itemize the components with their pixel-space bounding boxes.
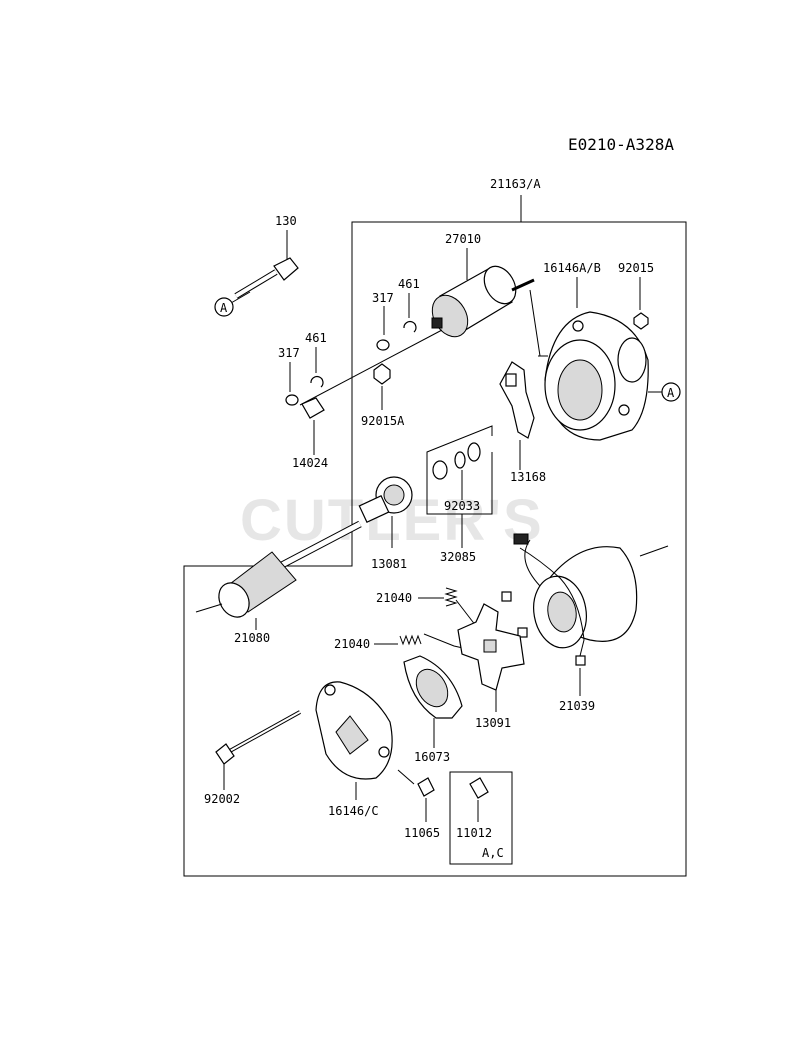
label-130[interactable]: 130 xyxy=(275,214,297,228)
solenoid-27010-icon xyxy=(431,265,535,338)
leader-A-left xyxy=(230,291,251,304)
label-317-lower[interactable]: 317 xyxy=(278,346,300,360)
spring-upper-icon xyxy=(444,587,458,607)
ring-washer-icon xyxy=(432,460,448,480)
label-16146C[interactable]: 16146/C xyxy=(328,804,379,818)
label-13168[interactable]: 13168 xyxy=(510,470,546,484)
lockwasher-461-upper-icon xyxy=(403,320,417,333)
label-92015[interactable]: 92015 xyxy=(618,261,654,275)
label-27010[interactable]: 27010 xyxy=(445,232,481,246)
label-14024[interactable]: 14024 xyxy=(292,456,328,470)
clutch-13081-icon xyxy=(358,476,413,524)
label-21040-lower[interactable]: 21040 xyxy=(334,637,370,651)
grommet-11065-icon xyxy=(417,777,435,797)
nut-92015-icon xyxy=(633,312,649,330)
label-461-upper[interactable]: 461 xyxy=(398,277,420,291)
grommet-11012-icon xyxy=(469,777,489,799)
leader-21040-upper-b xyxy=(455,599,477,627)
lever-13168-icon xyxy=(499,361,535,439)
label-317-upper[interactable]: 317 xyxy=(372,291,394,305)
label-92033[interactable]: 92033 xyxy=(444,499,480,513)
label-13091[interactable]: 13091 xyxy=(475,716,511,730)
assembly-frame xyxy=(183,221,687,877)
yoke-axis xyxy=(639,545,669,557)
label-92002[interactable]: 92002 xyxy=(204,792,240,806)
brush-holder-13091-icon xyxy=(457,603,525,691)
nut-92015A-icon xyxy=(373,363,391,385)
rear-cover-16146C-icon xyxy=(315,681,393,780)
label-21080[interactable]: 21080 xyxy=(234,631,270,645)
lockwasher-461-lower-icon xyxy=(310,375,324,388)
label-21163A[interactable]: 21163/A xyxy=(490,177,541,191)
bolt-130-icon xyxy=(234,257,299,299)
label-11012-sub: A,C xyxy=(482,846,504,860)
leader-11065-a xyxy=(397,769,415,785)
washer-317-upper-icon xyxy=(376,339,390,351)
label-11012[interactable]: 11012 xyxy=(456,826,492,840)
bracket-upper xyxy=(426,425,493,462)
snap-ring-icon xyxy=(454,451,466,469)
plate-16073-icon xyxy=(403,655,463,719)
label-32085[interactable]: 32085 xyxy=(440,550,476,564)
ref-circle-a-right xyxy=(661,382,681,402)
ref-a-right: A xyxy=(667,386,675,400)
label-461-lower[interactable]: 461 xyxy=(305,331,327,345)
leader-16146-join xyxy=(529,289,541,357)
label-13081[interactable]: 13081 xyxy=(371,557,407,571)
ref-circle-a-left xyxy=(214,297,234,317)
bushing-14024-icon xyxy=(301,397,325,419)
armature-21080-icon xyxy=(218,520,362,618)
label-92015A[interactable]: 92015A xyxy=(361,414,405,428)
through-bolt-92002-icon xyxy=(215,710,301,765)
axis-line-solenoid xyxy=(299,329,443,406)
box-11012 xyxy=(449,771,513,865)
ref-a-left: A xyxy=(220,301,228,315)
washer-317-lower-icon xyxy=(285,394,299,406)
diagram-code: E0210-A328A xyxy=(568,135,674,154)
spring-lower-icon xyxy=(399,634,422,646)
label-16146AB[interactable]: 16146A/B xyxy=(543,261,601,275)
collar-icon xyxy=(467,442,481,462)
label-11065[interactable]: 11065 xyxy=(404,826,440,840)
bracket-lower xyxy=(426,452,493,515)
label-21040-upper[interactable]: 21040 xyxy=(376,591,412,605)
front-housing-16146-icon xyxy=(544,311,649,441)
yoke-21039-icon xyxy=(501,533,638,666)
label-16073[interactable]: 16073 xyxy=(414,750,450,764)
label-21039[interactable]: 21039 xyxy=(559,699,595,713)
armature-axis xyxy=(195,603,223,613)
